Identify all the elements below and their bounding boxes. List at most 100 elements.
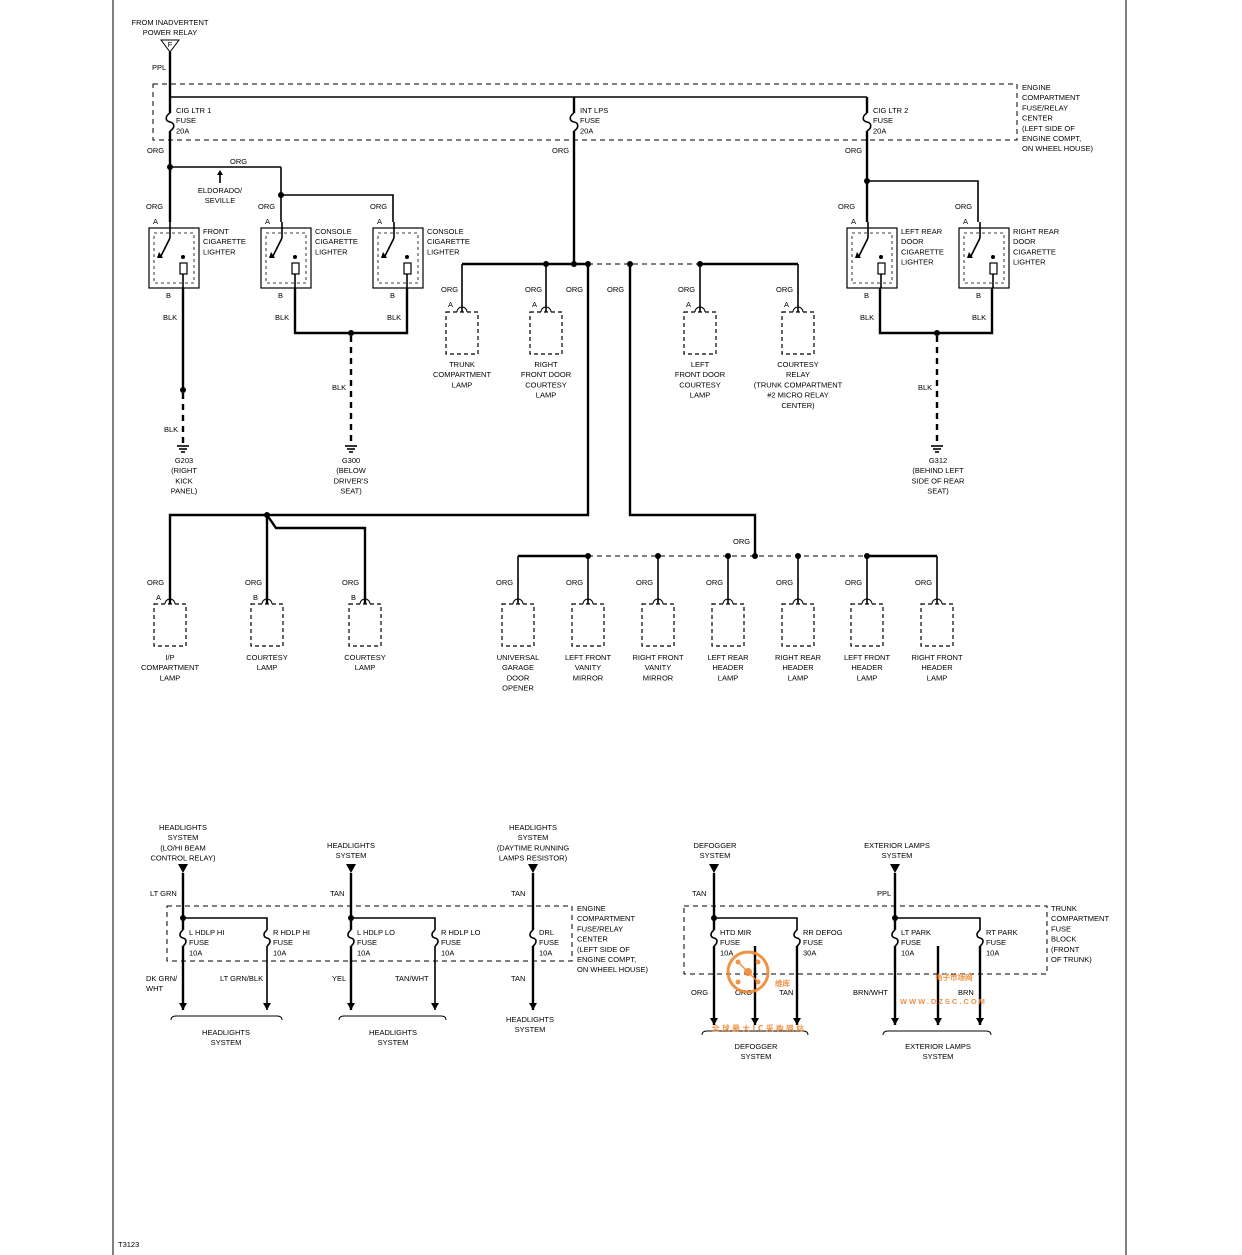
fuse-int-lps-symbol xyxy=(569,112,579,132)
fuse-symbol xyxy=(431,929,439,947)
wire-label-org: ORG xyxy=(915,578,932,587)
wire-label-org: ORG xyxy=(776,578,793,587)
wire-label-org: ORG xyxy=(776,285,793,294)
wire-label-tan-wht: TAN/WHT xyxy=(395,974,429,983)
wire-label-org: ORG xyxy=(636,578,653,587)
wire-label-org: ORG xyxy=(496,578,513,587)
wire-label-blk: BLK xyxy=(163,313,177,322)
wire-label-org: ORG xyxy=(146,202,163,211)
wire-label-blk: BLK xyxy=(164,425,178,434)
figure-id: T3123 xyxy=(118,1240,139,1249)
fuse-symbol xyxy=(529,929,537,947)
wire-label-org: ORG xyxy=(370,202,387,211)
fuse-symbol xyxy=(179,929,187,947)
source-arrow-icon xyxy=(346,864,356,873)
fuse-cig-ltr-1-symbol xyxy=(165,112,175,132)
wire-label-org: ORG xyxy=(845,146,862,155)
source-arrow-icon xyxy=(178,864,188,873)
output-bracket xyxy=(701,1030,809,1036)
output-arrow-icon xyxy=(891,1018,899,1025)
wire-park-branch xyxy=(895,917,981,930)
connector-pin-label: A xyxy=(963,217,968,226)
wire-org-row2-feed xyxy=(168,264,590,604)
source-arrow-icon xyxy=(890,864,900,873)
connector-pin-label: A xyxy=(265,217,270,226)
connector-pin-label: B xyxy=(278,291,283,300)
watermark: 维库 电子市场网 WWW.DZSC.COM 全 球 最 大 I C 采 购 网 … xyxy=(711,950,987,1033)
output-arrow-icon xyxy=(431,1003,439,1010)
output-bracket xyxy=(338,1015,447,1021)
output-arrow-icon xyxy=(263,1003,271,1010)
connector-pin-label: A xyxy=(156,593,161,602)
wire-label-org: ORG xyxy=(845,578,862,587)
eldorado-seville-note: ELDORADO/SEVILLE xyxy=(198,186,243,205)
wire-label-brn-wht: BRN/WHT xyxy=(853,988,888,997)
connector-pin-label: A xyxy=(377,217,382,226)
wire-courtesy-lamp-2 xyxy=(266,514,367,604)
output-arrow-icon xyxy=(179,1003,187,1010)
wire-label-tan: TAN xyxy=(511,889,525,898)
splice-dot xyxy=(571,261,577,267)
wire-label-org: ORG xyxy=(733,537,750,546)
wire-label-org: ORG xyxy=(147,146,164,155)
connector-pin-label: A xyxy=(784,300,789,309)
output-arrow-icon xyxy=(751,1018,759,1025)
output-arrow-icon xyxy=(793,1018,801,1025)
connector-pin-label: A xyxy=(851,217,856,226)
splice-dot xyxy=(752,553,758,559)
wire-label-blk: BLK xyxy=(972,313,986,322)
ground-g312-symbol xyxy=(931,445,943,453)
wire-label-org: ORG xyxy=(342,578,359,587)
wire-label-org: ORG xyxy=(607,285,624,294)
splice-dot xyxy=(934,330,940,336)
output-arrow-icon xyxy=(710,1018,718,1025)
wire-label-ppl: PPL xyxy=(877,889,891,898)
wire-label-org: ORG xyxy=(258,202,275,211)
eldorado-arrow-head xyxy=(217,170,223,175)
wire-label-org: ORG xyxy=(566,578,583,587)
watermark-url: WWW.DZSC.COM xyxy=(900,997,987,1006)
wire-label-blk: BLK xyxy=(332,383,346,392)
watermark-logo-icon xyxy=(726,950,770,994)
wire-label-ppl: PPL xyxy=(152,63,166,72)
connector-pin-label: B xyxy=(864,291,869,300)
wire-label-tan: TAN xyxy=(779,988,793,997)
wire-hdlp-hi-branch xyxy=(183,917,268,930)
splice-dot xyxy=(348,330,354,336)
